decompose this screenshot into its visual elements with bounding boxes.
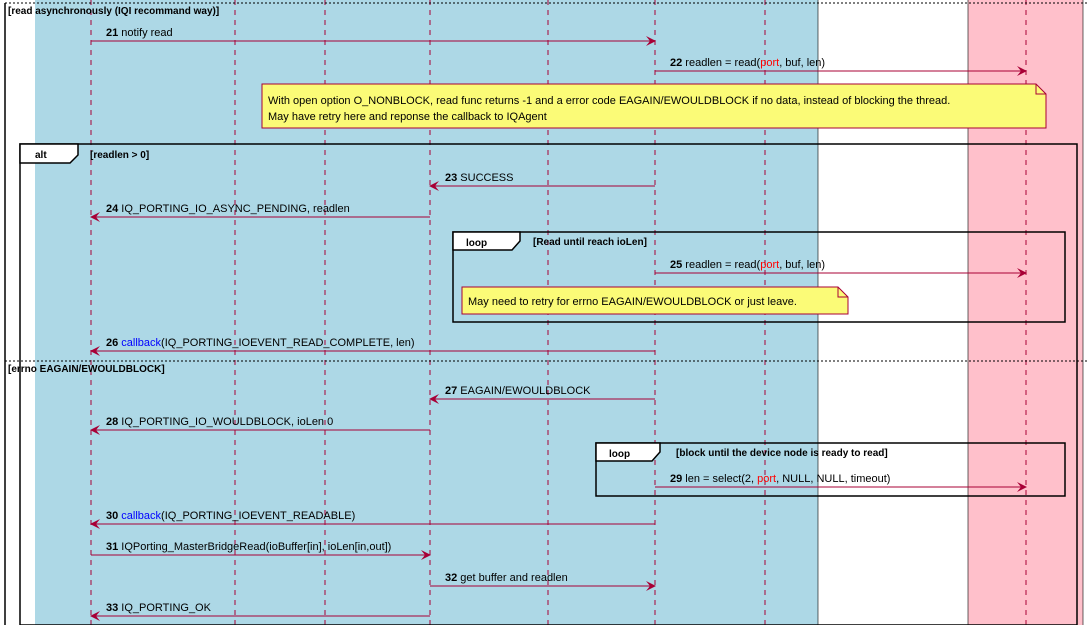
loop2-keyword: loop: [609, 449, 630, 460]
port-keyword: port: [757, 473, 776, 485]
message-text: IQ_PORTING_OK: [121, 602, 211, 614]
message-22: 22 readlen = read(port, buf, len): [655, 57, 1027, 76]
message-label: 25 readlen = read(port, buf, len): [670, 259, 825, 271]
message-26: 26 callback(IQ_PORTING_IOEVENT_READ_COMP…: [90, 337, 655, 356]
message-text: EAGAIN/EWOULDBLOCK: [460, 385, 591, 397]
message-number: 31: [106, 541, 121, 553]
message-number: 21: [106, 27, 121, 39]
loop1-frame: [452, 231, 1066, 323]
callback-keyword: callback: [121, 510, 161, 522]
message-text: get buffer and readlen: [460, 572, 567, 584]
message-text: (IQ_PORTING_IOEVENT_READ_COMPLETE, len): [161, 337, 414, 349]
message-number: 22: [670, 57, 685, 69]
message-33: 33 IQ_PORTING_OK: [90, 602, 430, 621]
message-label: 29 len = select(2, port, NULL, NULL, tim…: [670, 473, 890, 485]
message-label: 27 EAGAIN/EWOULDBLOCK: [445, 385, 591, 397]
message-number: 29: [670, 473, 685, 485]
message-28: 28 IQ_PORTING_IO_WOULDBLOCK, ioLen 0: [90, 416, 430, 435]
message-text: notify read: [121, 27, 172, 39]
note-2-line-1: May need to retry for errno EAGAIN/EWOUL…: [468, 296, 797, 308]
message-number: 30: [106, 510, 121, 522]
message-23: 23 SUCCESS: [429, 172, 655, 191]
message-21: 21 notify read: [91, 27, 656, 46]
message-number: 28: [106, 416, 121, 428]
message-24: 24 IQ_PORTING_IO_ASYNC_PENDING, readlen: [90, 203, 430, 222]
loop2-tab: [595, 442, 661, 462]
message-text: len = select(2,: [685, 473, 757, 485]
outer-group-label: [read asynchronously (IQI recommand way)…: [8, 6, 219, 17]
callback-keyword: callback: [121, 337, 161, 349]
message-label: 30 callback(IQ_PORTING_IOEVENT_READABLE): [106, 510, 355, 522]
message-label: 21 notify read: [106, 27, 173, 39]
message-number: 33: [106, 602, 121, 614]
message-label: 23 SUCCESS: [445, 172, 513, 184]
message-label: 22 readlen = read(port, buf, len): [670, 57, 825, 69]
alt-keyword: alt: [35, 150, 47, 161]
message-text: (IQ_PORTING_IOEVENT_READABLE): [161, 510, 355, 522]
message-number: 32: [445, 572, 460, 584]
message-label: 32 get buffer and readlen: [445, 572, 568, 584]
message-text: , buf, len): [779, 259, 825, 271]
loop2-frame: [595, 442, 1066, 497]
note-2-fold: [837, 287, 848, 298]
port-keyword: port: [760, 259, 779, 271]
message-text: IQ_PORTING_IO_WOULDBLOCK, ioLen 0: [121, 416, 333, 428]
message-number: 25: [670, 259, 685, 271]
loop1-tab: [452, 231, 521, 251]
note-1-fold: [1035, 84, 1046, 95]
port-keyword: port: [760, 57, 779, 69]
alt-tab: [19, 143, 79, 164]
loop1-guard: [Read until reach ioLen]: [533, 237, 647, 248]
alt-guard-2: [errno EAGAIN/EWOULDBLOCK]: [8, 364, 165, 375]
message-label: 28 IQ_PORTING_IO_WOULDBLOCK, ioLen 0: [106, 416, 333, 428]
message-text: IQ_PORTING_IO_ASYNC_PENDING, readlen: [121, 203, 349, 215]
alt-frame: [19, 143, 1078, 625]
message-label: 24 IQ_PORTING_IO_ASYNC_PENDING, readlen: [106, 203, 350, 215]
message-number: 26: [106, 337, 121, 349]
note-1: [261, 83, 1047, 129]
note-1-line-1: With open option O_NONBLOCK, read func r…: [268, 95, 950, 107]
message-label: 33 IQ_PORTING_OK: [106, 602, 212, 614]
message-number: 24: [106, 203, 121, 215]
message-label: 31 IQPorting_MasterBridgeRead(ioBuffer[i…: [106, 541, 391, 553]
message-text: IQPorting_MasterBridgeRead(ioBuffer[in],…: [121, 541, 391, 553]
loop1-keyword: loop: [466, 238, 487, 249]
message-30: 30 callback(IQ_PORTING_IOEVENT_READABLE): [90, 510, 655, 529]
message-text: readlen = read(: [685, 57, 760, 69]
message-27: 27 EAGAIN/EWOULDBLOCK: [429, 385, 655, 404]
alt-guard-1: [readlen > 0]: [90, 150, 149, 161]
message-text: , buf, len): [779, 57, 825, 69]
message-label: 26 callback(IQ_PORTING_IOEVENT_READ_COMP…: [106, 337, 415, 349]
message-text: readlen = read(: [685, 259, 760, 271]
message-32: 32 get buffer and readlen: [430, 572, 656, 591]
message-text: , NULL, NULL, timeout): [776, 473, 890, 485]
message-text: SUCCESS: [460, 172, 513, 184]
message-25: 25 readlen = read(port, buf, len): [655, 259, 1027, 278]
note-1-line-2: May have retry here and reponse the call…: [268, 111, 547, 123]
message-29: 29 len = select(2, port, NULL, NULL, tim…: [655, 473, 1027, 492]
message-number: 23: [445, 172, 460, 184]
note-2: [461, 286, 849, 315]
loop2-guard: [block until the device node is ready to…: [676, 448, 888, 459]
message-31: 31 IQPorting_MasterBridgeRead(ioBuffer[i…: [91, 541, 431, 560]
message-number: 27: [445, 385, 460, 397]
